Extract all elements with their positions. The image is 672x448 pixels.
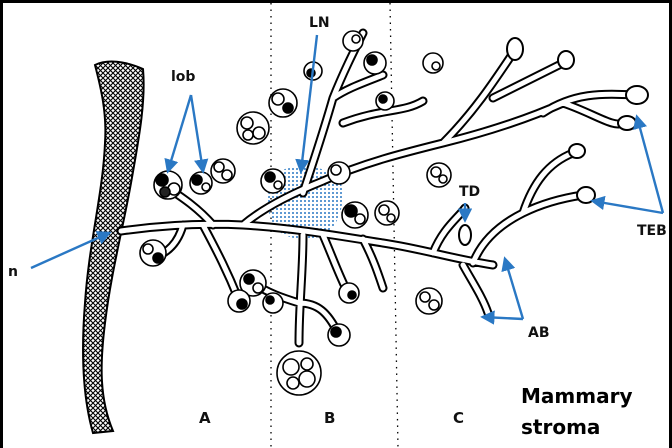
label-lob: lob bbox=[171, 69, 195, 85]
teb-arrow-upper bbox=[637, 117, 663, 213]
ab-arrow-lower bbox=[483, 317, 523, 319]
mammary-gland-diagram: lob LN TD TEB AB n A B C Mammary stroma bbox=[3, 3, 669, 448]
label-ab: AB bbox=[528, 325, 550, 341]
zone-label-b: B bbox=[324, 409, 335, 427]
caption-line-1: Mammary bbox=[521, 384, 632, 408]
label-n: n bbox=[8, 264, 18, 280]
zone-label-a: A bbox=[199, 409, 211, 427]
lob-arrow-left bbox=[168, 95, 191, 171]
nipple-skin-strip bbox=[83, 62, 144, 433]
zone-divider-bc bbox=[390, 3, 398, 448]
teb-arrow-lower bbox=[593, 201, 663, 213]
lob-arrow-right bbox=[191, 95, 203, 171]
label-teb: TEB bbox=[637, 223, 667, 239]
label-td: TD bbox=[459, 184, 480, 200]
diagram-panel: lob LN TD TEB AB n A B C Mammary stroma bbox=[3, 3, 669, 448]
caption-line-2: stroma bbox=[521, 415, 600, 439]
label-ln: LN bbox=[309, 15, 330, 31]
ab-arrow-upper bbox=[505, 259, 523, 319]
zone-label-c: C bbox=[453, 409, 464, 427]
